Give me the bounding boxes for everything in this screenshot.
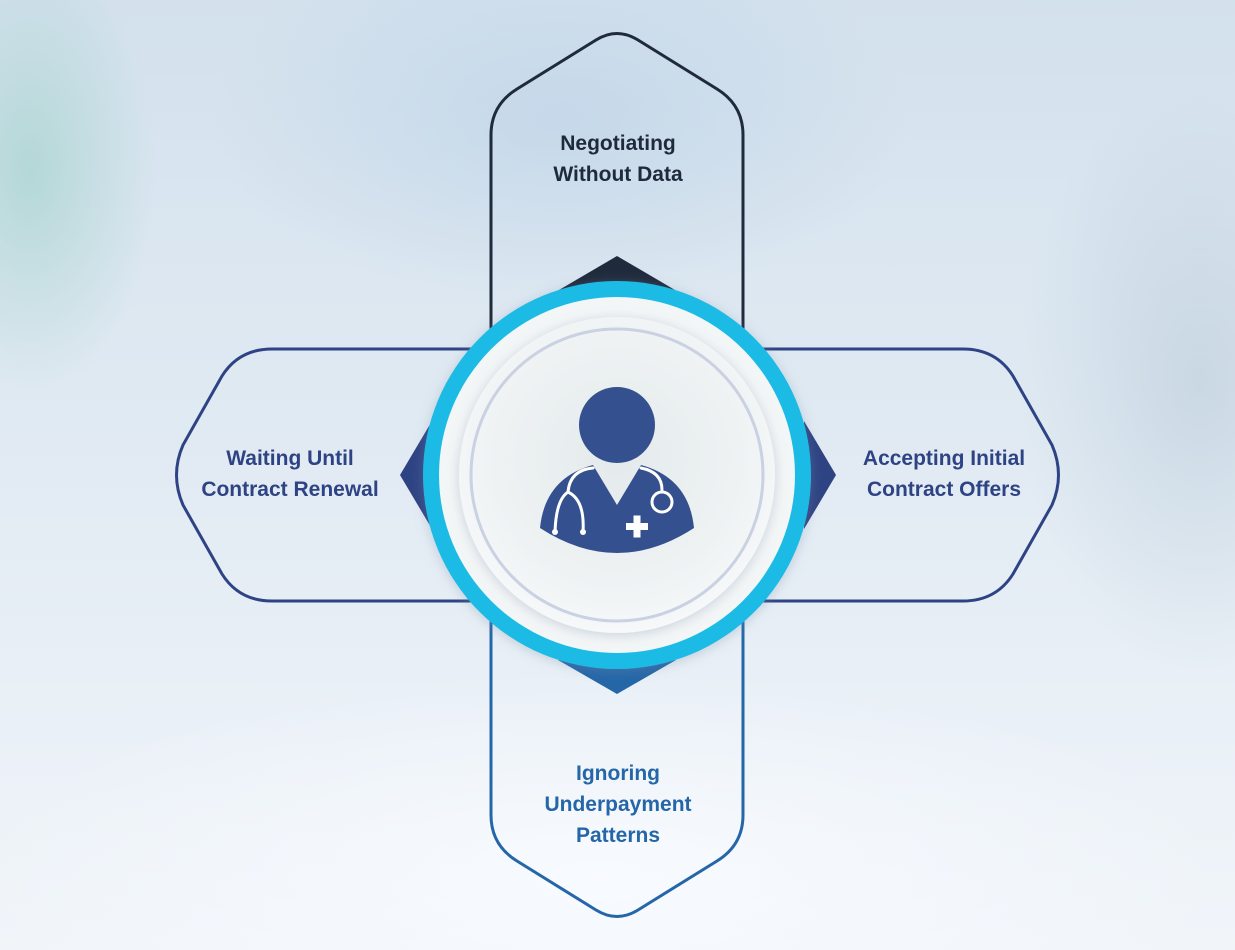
petal-left-outline [175, 347, 480, 603]
petal-right-outline [755, 347, 1060, 603]
doctor-icon [540, 387, 694, 553]
label-ignoring-underpayment-patterns: Ignoring Underpayment Patterns [544, 762, 692, 847]
petal-bottom-outline [489, 600, 745, 918]
center-disc [459, 317, 775, 633]
pointer-right [804, 421, 836, 529]
petal-top-outline [489, 32, 745, 350]
center-inner-ring [469, 327, 765, 623]
label-waiting-until-contract-renewal: Waiting Until Contract Renewal [201, 447, 379, 501]
pointer-bottom [558, 660, 676, 694]
label-accepting-initial-contract-offers: Accepting Initial Contract Offers [862, 447, 1026, 501]
pointer-top [559, 256, 675, 290]
pointer-left [400, 421, 432, 529]
label-negotiating-without-data: Negotiating Without Data [553, 132, 683, 186]
